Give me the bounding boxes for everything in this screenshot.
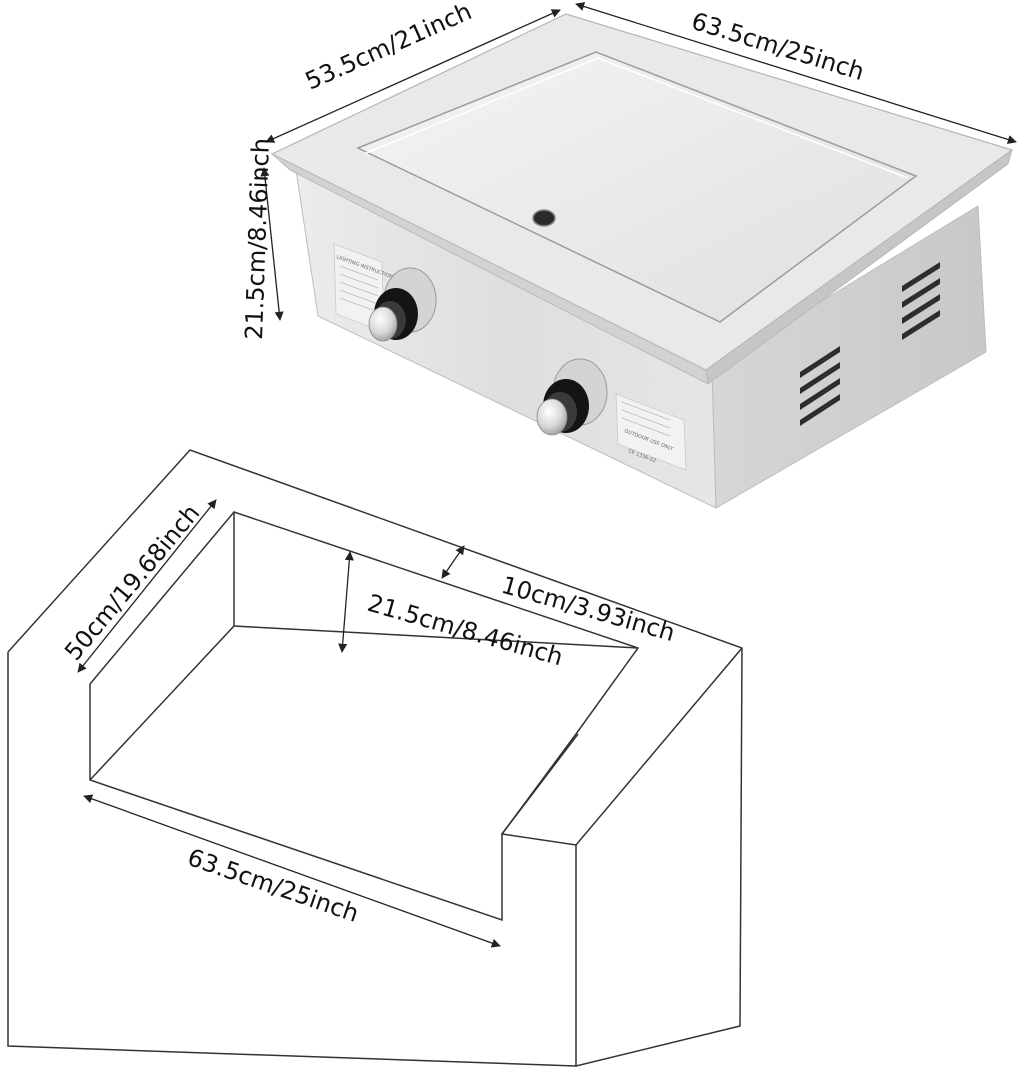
island-cutout-outline — [7, 449, 743, 1067]
warning-sticker — [615, 393, 687, 471]
griddle-rim-edge-right — [705, 149, 1013, 385]
burner-knob-right[interactable] — [536, 358, 608, 436]
lid-hole — [532, 209, 556, 227]
griddle-unit: LIGHTING INSTRUCTION OUTDOOR USE ONLY CE… — [270, 13, 1014, 509]
burner-knob-left[interactable] — [368, 267, 437, 342]
cutout-dimension-lines — [77, 499, 501, 948]
cutout-width-label: 63.5cm/25inch — [184, 843, 362, 928]
grill-dimension-lines — [260, 2, 1017, 321]
cutout-depth-label: 50cm/19.68inch — [59, 499, 205, 666]
grill-height-label: 21.5cm/8.46inch — [240, 138, 275, 341]
side-vents — [800, 262, 940, 426]
